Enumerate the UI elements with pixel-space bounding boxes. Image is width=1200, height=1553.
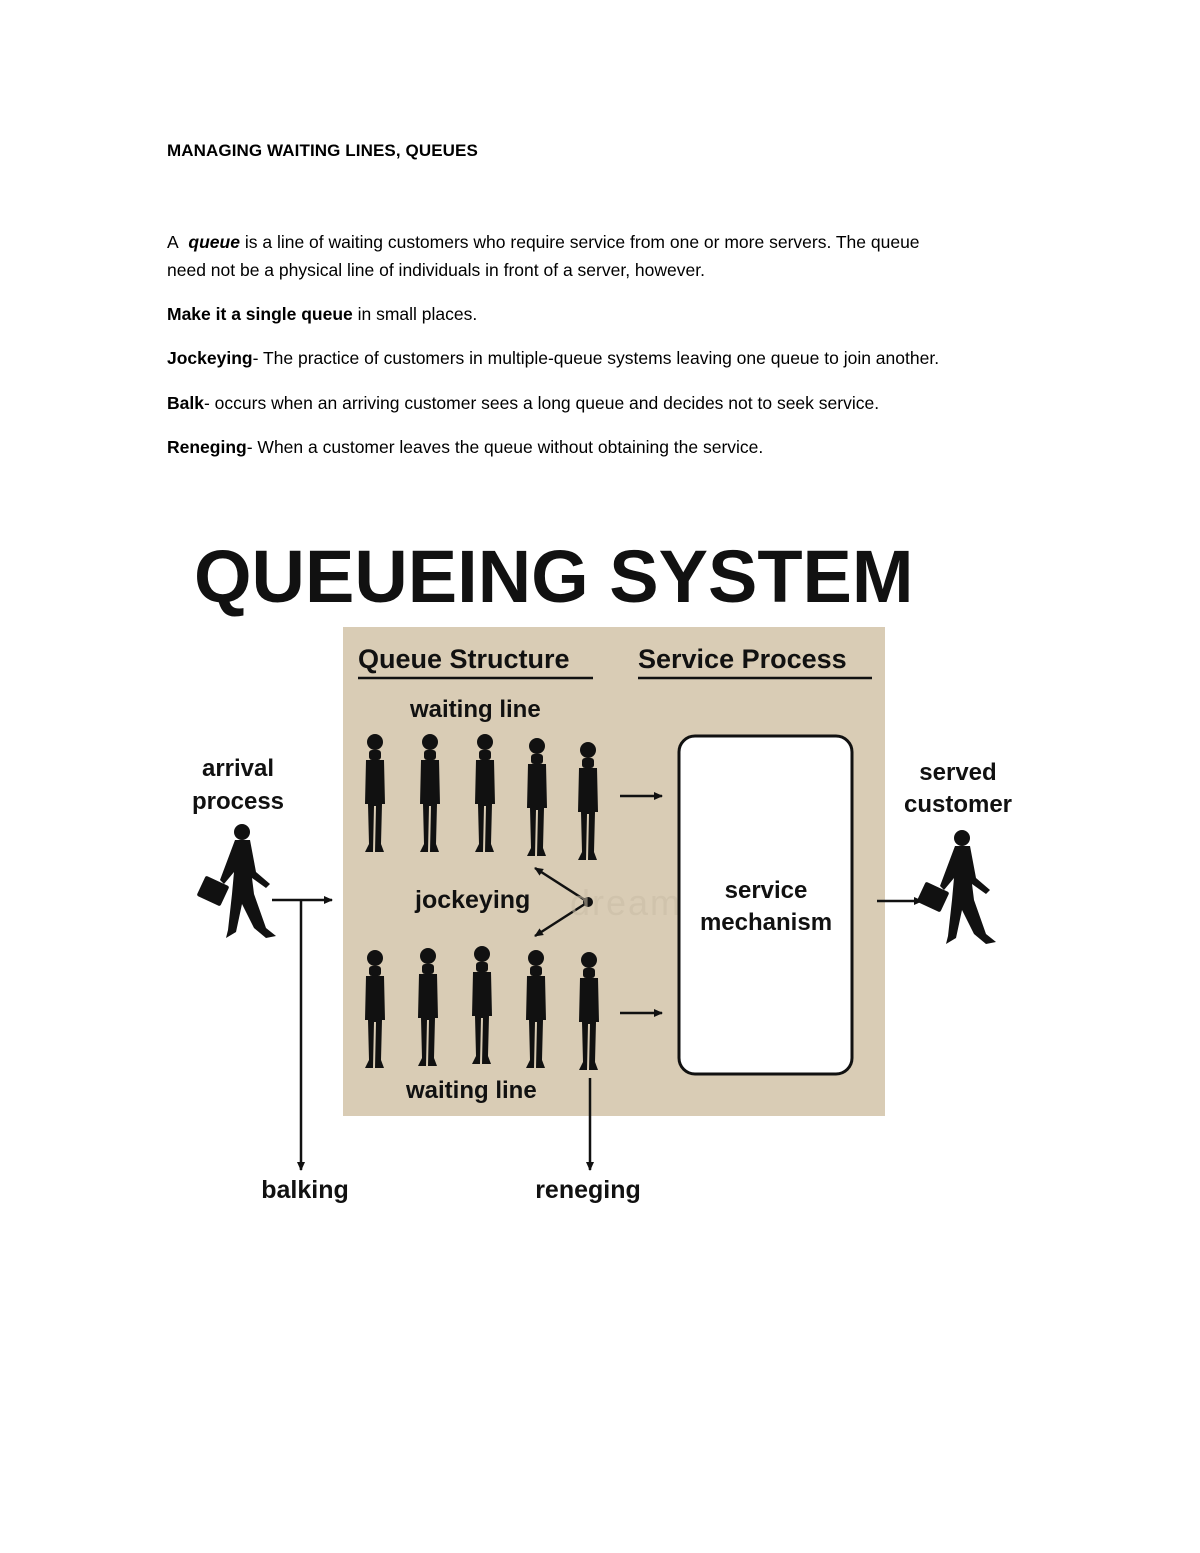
jockeying-text: - The practice of customers in multiple-… (252, 348, 940, 368)
balk-term: Balk (167, 393, 204, 413)
reneging-paragraph: Reneging- When a customer leaves the que… (167, 433, 1047, 461)
arriving-customer-icon (196, 824, 276, 938)
service-process-label: Service Process (638, 644, 847, 674)
reneging-text: - When a customer leaves the queue witho… (246, 437, 764, 457)
service-label-line1: service (725, 877, 808, 904)
service-mechanism-box (677, 734, 854, 1076)
queue-term: queue (188, 232, 240, 252)
intro-paragraph: A queue is a line of waiting customers w… (167, 228, 1047, 284)
queue-structure-label: Queue Structure (358, 644, 570, 674)
service-label-line2: mechanism (700, 909, 832, 936)
reneging-term: Reneging (167, 437, 247, 457)
diagram-title: QUEUEING SYSTEM (194, 535, 914, 618)
balk-text: - occurs when an arriving customer sees … (203, 393, 880, 413)
reneging-label: reneging (535, 1176, 641, 1204)
jockeying-arrow-down (534, 900, 589, 938)
balk-paragraph: Balk- occurs when an arriving customer s… (167, 389, 1047, 417)
served-customer-icon (916, 830, 996, 944)
arrival-label-line1: arrival (202, 755, 274, 782)
jockeying-term: Jockeying (167, 348, 253, 368)
jockeying-label: jockeying (414, 886, 530, 914)
waiting-line-bottom-label: waiting line (405, 1077, 537, 1104)
jockeying-arrow-up (534, 866, 589, 904)
intro-text-line2: need not be a physical line of individua… (167, 260, 705, 280)
single-queue-term: Make it a single queue (167, 304, 353, 324)
intro-prefix: A (167, 232, 179, 252)
single-queue-paragraph: Make it a single queue in small places. (167, 300, 1047, 328)
served-label-line1: served (919, 759, 996, 786)
arrival-label-line2: process (192, 788, 284, 815)
single-queue-text: in small places. (357, 304, 478, 324)
balking-label: balking (261, 1176, 349, 1204)
queueing-system-diagram: QUEUEING SYSTEM Queue Structure Service … (192, 535, 1012, 1204)
served-label-line2: customer (904, 791, 1012, 818)
jockeying-paragraph: Jockeying- The practice of customers in … (167, 344, 1047, 372)
document-heading: MANAGING WAITING LINES, QUEUES (167, 141, 478, 160)
intro-text-line1: is a line of waiting customers who requi… (244, 232, 920, 252)
waiting-line-top-label: waiting line (409, 696, 541, 723)
